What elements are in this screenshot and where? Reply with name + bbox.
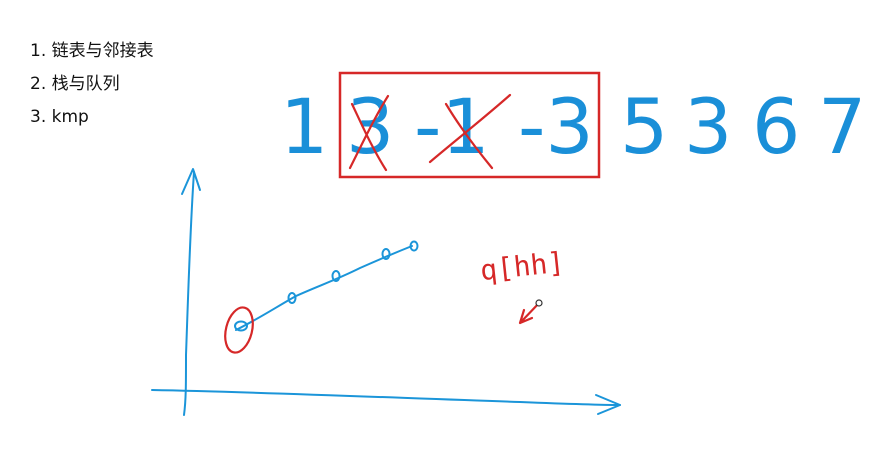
outline-item: 2. 栈与队列 [30, 74, 120, 94]
sequence-number: 7 [818, 82, 867, 171]
point-marker [287, 292, 297, 304]
cross-mark-neg1 [428, 93, 512, 170]
y-axis-arrow [181, 168, 201, 195]
highlight-circle [224, 306, 254, 354]
point-marker [409, 240, 419, 252]
point-marker [381, 248, 391, 260]
topic-outline: 1. 链表与邻接表 2. 栈与队列 3. kmp [30, 38, 154, 137]
sequence-number: 6 [752, 82, 801, 171]
sequence-number: -1 [414, 82, 490, 171]
x-axis-arrow [595, 394, 621, 415]
sequence-number: 1 [280, 82, 329, 171]
y-axis [183, 171, 195, 416]
point-marker [234, 320, 248, 332]
sequence-number: -3 [518, 82, 594, 171]
window-box [338, 71, 601, 179]
sequence-number: 5 [620, 82, 669, 171]
handwritten-note: q[hh] [479, 245, 566, 287]
cross-mark-3 [348, 94, 390, 172]
outline-item: 3. kmp [30, 107, 89, 127]
sequence-number: 3 [684, 82, 733, 171]
outline-item: 1. 链表与邻接表 [30, 41, 154, 61]
x-axis [151, 389, 621, 406]
point-marker [331, 270, 341, 282]
pen-tip-icon [535, 299, 543, 307]
